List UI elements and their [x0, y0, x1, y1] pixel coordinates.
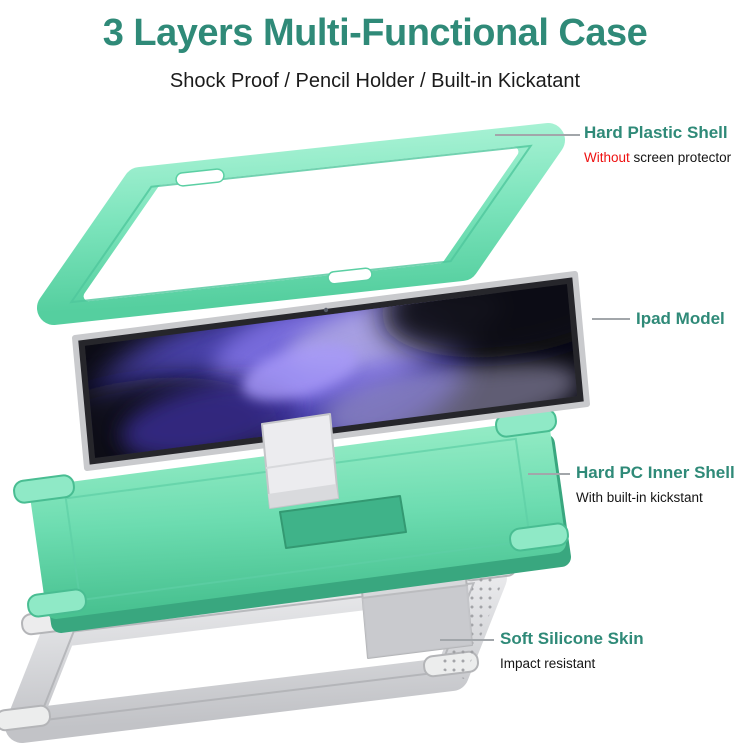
- annotation-title: Ipad Model: [636, 309, 725, 328]
- hard-plastic-shell-layer: [37, 123, 565, 325]
- camera-cutout: [175, 168, 225, 187]
- wallpaper-swirl: [241, 343, 359, 401]
- kickstand-upright-fold: [265, 457, 335, 469]
- plastic-shell-ridge: [69, 144, 533, 304]
- annotation-subtitle: Without screen protector: [584, 150, 731, 166]
- annotation-title: Hard Plastic Shell: [584, 123, 728, 142]
- annotation-soft-silicone-skin: Soft Silicone Skin Impact resistant: [500, 629, 644, 672]
- shell-corner-bumper: [27, 588, 87, 618]
- page-title: 3 Layers Multi-Functional Case: [102, 12, 648, 54]
- hard-pc-inner-shell-layer: [13, 408, 571, 633]
- annotation-hard-pc-inner-shell: Hard PC Inner Shell With built-in kickst…: [576, 463, 735, 506]
- annotation-title: Soft Silicone Skin: [500, 629, 644, 648]
- annotation-subtitle: With built-in kickstant: [576, 490, 703, 505]
- shell-corner-bumper: [13, 474, 75, 504]
- front-camera-dot: [323, 307, 329, 313]
- annotation-subtitle: Impact resistant: [500, 656, 596, 671]
- shell-corner-bumper: [509, 522, 569, 552]
- kickstand-upright: [261, 413, 339, 509]
- kickstand-slot: [279, 495, 407, 549]
- annotation-subtitle-rest: screen protector: [629, 150, 732, 165]
- annotation-ipad-model: Ipad Model: [636, 309, 725, 329]
- kickstand-flap-fold: [361, 584, 469, 599]
- silicone-corner-bumper: [0, 704, 51, 732]
- bottom-notch-cutout: [327, 267, 373, 285]
- plastic-shell-window: [83, 146, 519, 302]
- annotation-title: Hard PC Inner Shell: [576, 463, 735, 482]
- page-subtitle: Shock Proof / Pencil Holder / Built-in K…: [169, 70, 581, 92]
- tablet-layer: [72, 271, 590, 471]
- warning-word: Without: [584, 150, 630, 165]
- leader-lines: [440, 134, 630, 641]
- kickstand-upright-base-shade: [268, 484, 338, 508]
- annotation-hard-plastic-shell: Hard Plastic Shell Without screen protec…: [584, 123, 731, 166]
